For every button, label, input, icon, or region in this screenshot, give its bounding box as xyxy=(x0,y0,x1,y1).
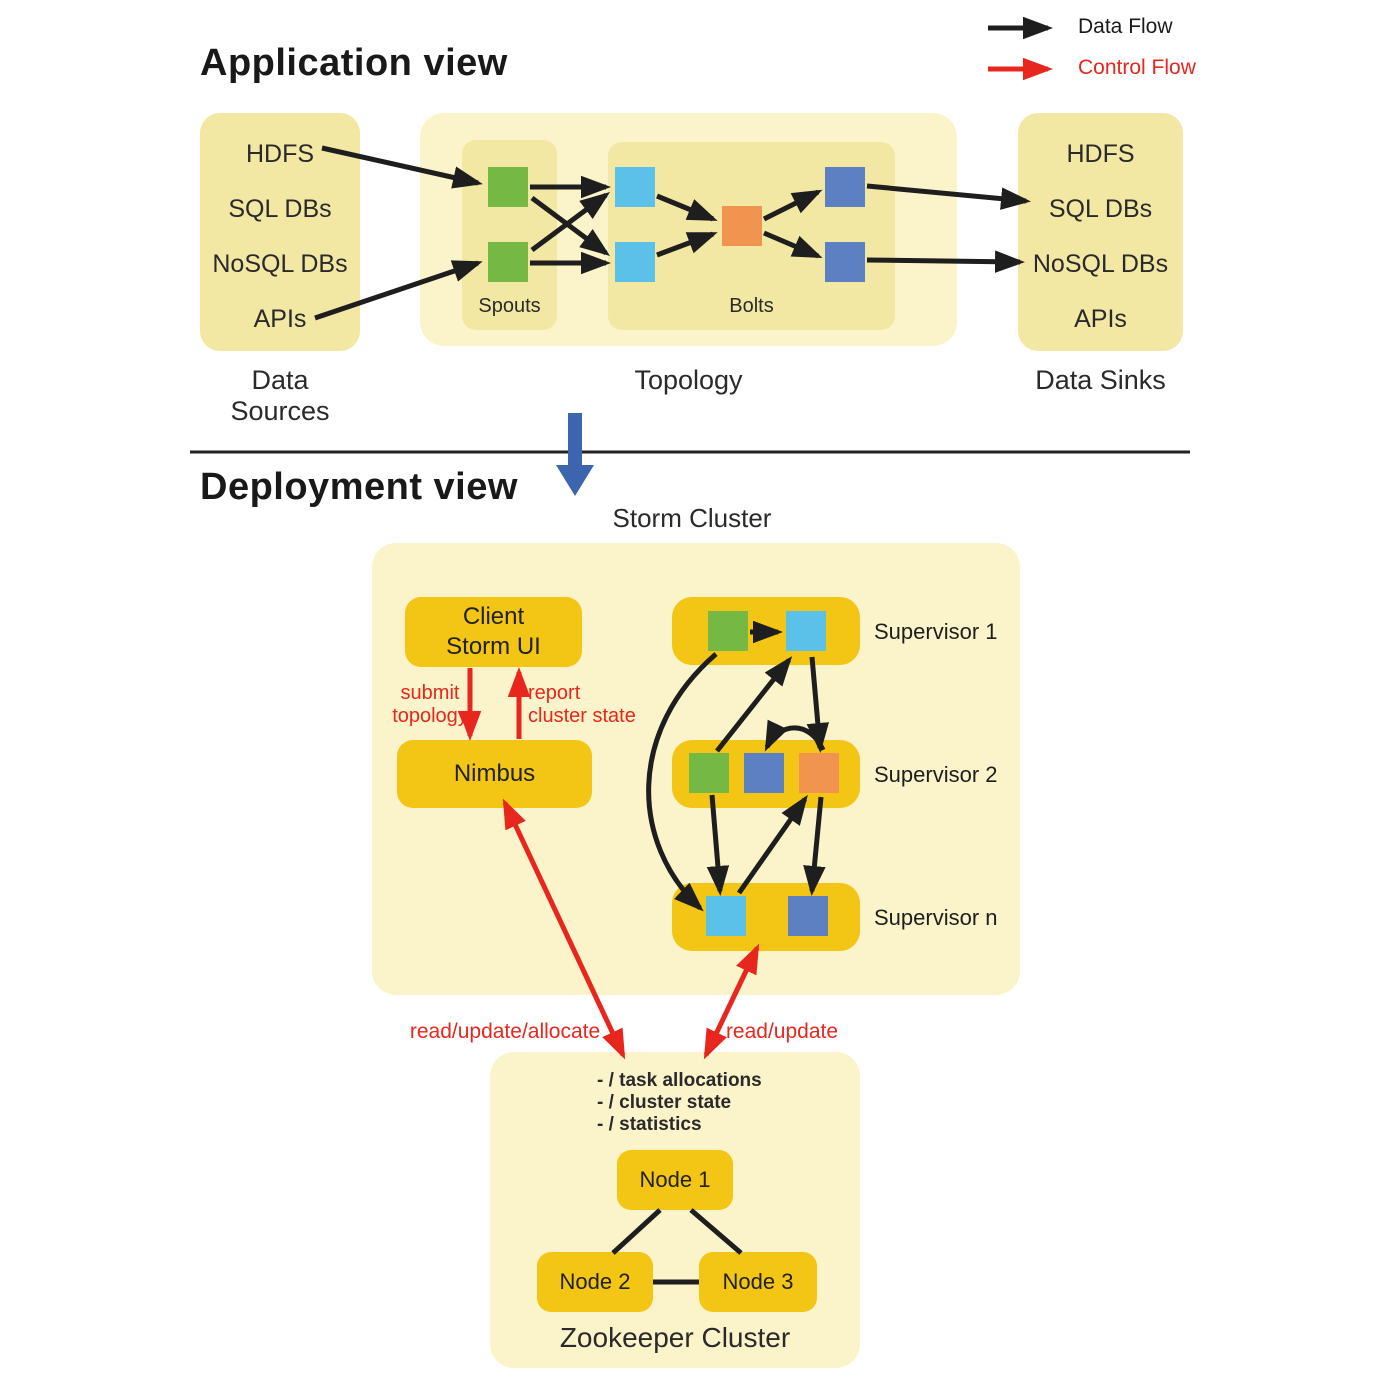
data-sink-item: HDFS xyxy=(1066,140,1135,168)
supervisor-1-box xyxy=(672,597,860,665)
data-source-item: NoSQL DBs xyxy=(212,250,348,278)
data-source-item: APIs xyxy=(253,305,307,333)
zookeeper-node-2-box: Node 2 xyxy=(537,1252,653,1312)
data-sources-label: Data Sources xyxy=(230,365,330,426)
zookeeper-node-1-box: Node 1 xyxy=(617,1150,733,1210)
data-sinks-label: Data Sinks xyxy=(1035,365,1166,395)
data-sinks-list: HDFS SQL DBs NoSQL DBs APIs xyxy=(1018,127,1183,347)
data-sources-list: HDFS SQL DBs NoSQL DBs APIs xyxy=(200,127,360,347)
worker-node-green-s2 xyxy=(689,753,729,793)
submit-topology-label: submit topology xyxy=(392,682,468,727)
client-label-line2: Storm UI xyxy=(446,633,541,660)
client-storm-ui-box: Client Storm UI xyxy=(405,597,582,667)
zookeeper-panel xyxy=(490,1052,860,1368)
worker-node-lightblue-s1 xyxy=(786,611,826,651)
data-source-item: HDFS xyxy=(245,140,315,168)
supervisor-1-label: Supervisor 1 xyxy=(874,619,998,644)
znode-cluster-state: - / cluster state xyxy=(597,1092,732,1113)
read-update-label: read/update xyxy=(725,1020,839,1043)
zookeeper-node-3-box: Node 3 xyxy=(699,1252,817,1312)
bolt-node-darkblue-2 xyxy=(825,242,865,282)
nimbus-box: Nimbus xyxy=(397,740,592,808)
deployment-view-title: Deployment view xyxy=(200,466,518,508)
storm-cluster-label: Storm Cluster xyxy=(612,503,772,533)
worker-node-green-s1 xyxy=(708,611,748,651)
worker-node-orange-s2 xyxy=(799,753,839,793)
zookeeper-cluster-label: Zookeeper Cluster xyxy=(559,1322,791,1353)
bolt-node-orange xyxy=(722,206,762,246)
topology-label: Topology xyxy=(634,365,743,395)
spout-node-2 xyxy=(488,242,528,282)
spout-node-1 xyxy=(488,167,528,207)
worker-node-lightblue-sn xyxy=(706,896,746,936)
read-update-allocate-label: read/update/allocate xyxy=(409,1020,601,1043)
supervisor-n-box xyxy=(672,883,860,951)
znode-task-allocations: - / task allocations xyxy=(597,1070,762,1091)
data-sink-item: APIs xyxy=(1074,305,1127,333)
report-cluster-state-label: report cluster state xyxy=(528,682,636,727)
znode-statistics: - / statistics xyxy=(597,1114,702,1135)
bolt-node-darkblue-1 xyxy=(825,167,865,207)
bolt-node-blue-2 xyxy=(615,242,655,282)
bolt-node-blue-1 xyxy=(615,167,655,207)
application-view-title: Application view xyxy=(200,42,508,84)
data-sink-item: NoSQL DBs xyxy=(1032,250,1169,278)
legend-data-flow-label: Data Flow xyxy=(1078,15,1173,38)
client-label-line1: Client xyxy=(462,603,525,630)
nimbus-label: Nimbus xyxy=(453,760,536,787)
worker-node-darkblue-s2 xyxy=(744,753,784,793)
worker-node-darkblue-sn xyxy=(788,896,828,936)
supervisor-n-label: Supervisor n xyxy=(874,905,998,930)
view-transition-arrow-head xyxy=(556,465,594,496)
data-sinks-panel xyxy=(1018,113,1183,351)
spouts-label: Spouts xyxy=(478,295,541,317)
data-source-item: SQL DBs xyxy=(228,195,332,223)
bolts-label: Bolts xyxy=(729,295,774,317)
legend-control-flow-label: Control Flow xyxy=(1078,56,1196,79)
supervisor-2-label: Supervisor 2 xyxy=(874,762,998,787)
data-sink-item: SQL DBs xyxy=(1048,195,1153,223)
zookeeper-znodes: - / task allocations - / cluster state -… xyxy=(597,1070,762,1136)
